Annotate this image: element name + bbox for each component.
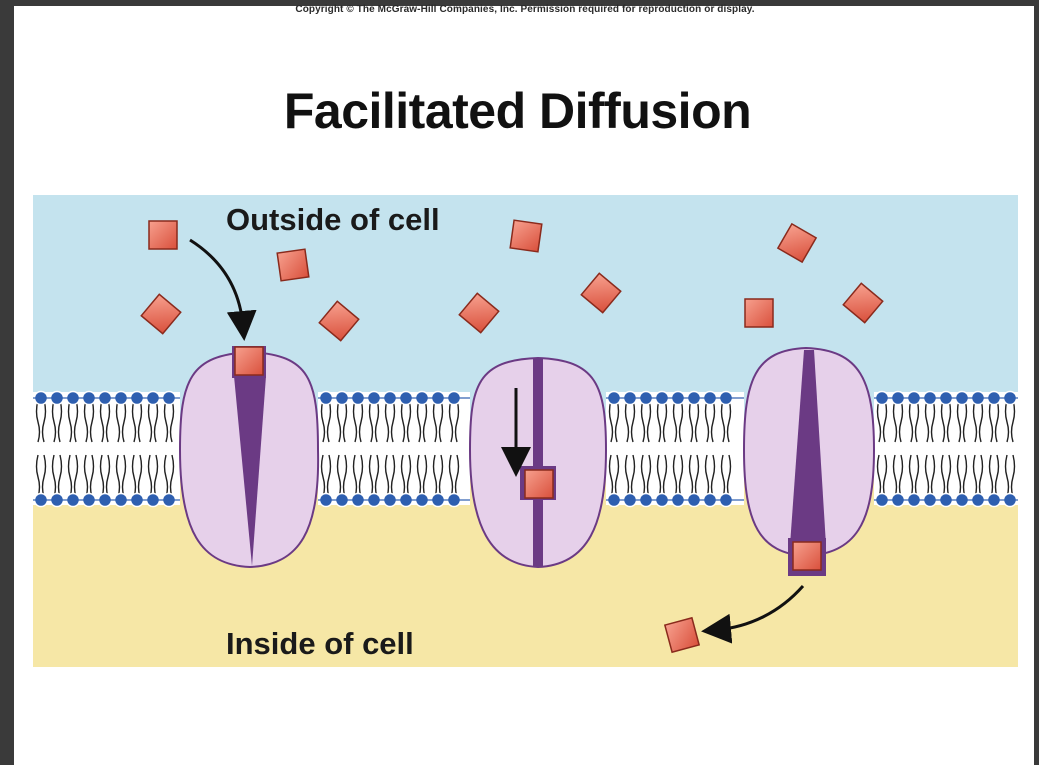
solute-molecule: [235, 347, 263, 375]
solute-molecule: [745, 299, 773, 327]
solute-molecule: [149, 221, 177, 249]
carrier-protein-channel: [470, 358, 606, 567]
solute-molecule: [510, 220, 542, 252]
solute-molecule: [525, 470, 553, 498]
carrier-protein-open-outside: [180, 346, 318, 567]
outside-of-cell-label: Outside of cell: [226, 202, 440, 238]
solute-molecule: [665, 618, 699, 652]
solute-molecule: [793, 542, 821, 570]
inside-of-cell-label: Inside of cell: [226, 626, 414, 662]
solute-molecule: [277, 249, 309, 281]
